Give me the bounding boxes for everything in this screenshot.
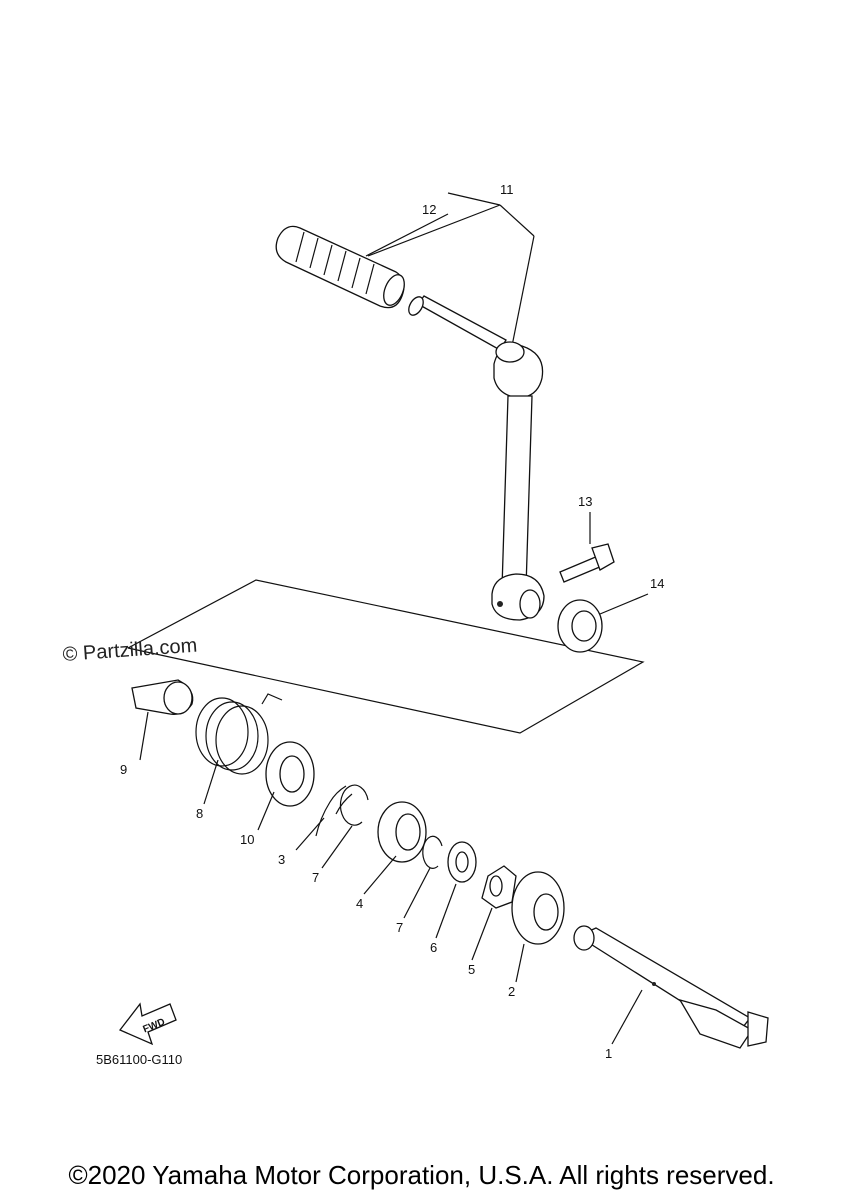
part-8-torsion-spring: [195, 693, 283, 775]
callout-9: 9: [120, 762, 127, 777]
assembly-guide-lines: [127, 192, 645, 734]
part-2-kick-gear: [511, 871, 565, 945]
callout-10: 10: [240, 832, 254, 847]
callout-3: 3: [278, 852, 285, 867]
part-14-oil-seal: [557, 599, 603, 653]
part-12-grip: [275, 225, 405, 309]
callout-1: 1: [605, 1046, 612, 1061]
diagram-code: 5B61100-G110: [96, 1052, 183, 1067]
part-1-kick-axle: [573, 925, 769, 1049]
part-6-washer: [447, 841, 477, 883]
part-3-clip: [315, 785, 353, 837]
callout-11: 11: [500, 182, 514, 197]
callout-8: 8: [196, 806, 203, 821]
part-4-ratchet-wheel: [377, 801, 427, 863]
callout-numbers: 1 2 3 4 5 6 7 7 8 9 10 11 12 13 14: [120, 182, 664, 1061]
callout-7-first: 7: [312, 870, 319, 885]
leader-lines: [139, 213, 649, 1045]
fwd-arrow-icon: FWD: [118, 1002, 177, 1046]
callout-5: 5: [468, 962, 475, 977]
part-11-kick-lever: [408, 295, 545, 621]
callout-7-second: 7: [396, 920, 403, 935]
callout-13: 13: [578, 494, 592, 509]
callout-6: 6: [430, 940, 437, 955]
part-13-bolt: [559, 543, 615, 583]
callout-14: 14: [650, 576, 664, 591]
callout-2: 2: [508, 984, 515, 999]
callout-12: 12: [422, 202, 436, 217]
part-9-collar: [131, 679, 194, 715]
part-5-plate: [481, 865, 517, 909]
copyright-footer: ©2020 Yamaha Motor Corporation, U.S.A. A…: [68, 1160, 775, 1190]
part-10-spring-guide: [265, 741, 315, 807]
callout-4: 4: [356, 896, 363, 911]
